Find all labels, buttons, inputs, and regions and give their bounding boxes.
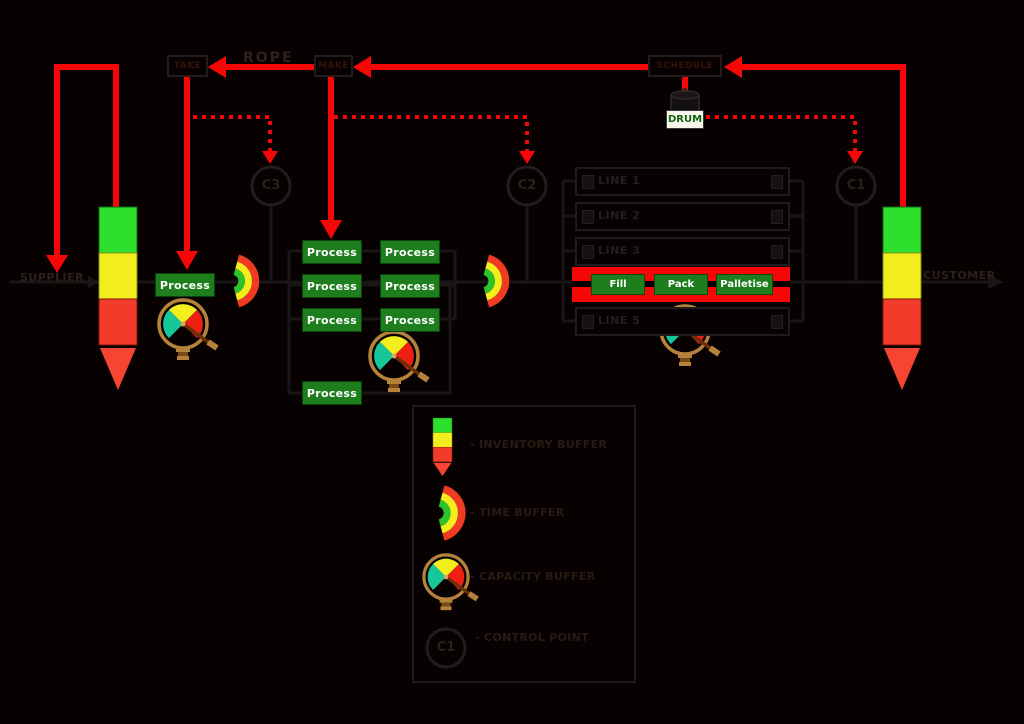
release-tag-left: TAKE [167,55,208,77]
line-label: LINE 5 [598,314,641,327]
legend-inventory-label: - INVENTORY BUFFER [470,438,608,451]
control-point-circles [250,165,877,669]
line-row-1: LINE 1 [575,167,790,196]
line-row-5: LINE 5 [575,307,790,336]
process-box: Process [302,240,362,264]
legend-capacity-label: - CAPACITY BUFFER [470,570,596,583]
process-box: Process [380,240,440,264]
legend-time-label: - TIME BUFFER [470,506,565,519]
line-right-icon [771,315,783,329]
rope-dotted-lines [193,115,857,151]
line-left-icon [582,245,594,259]
line-label: LINE 2 [598,209,641,222]
inventory-buffer-left-icon [98,206,138,391]
line-right-icon [771,210,783,224]
legend-control-label: - CONTROL POINT [475,631,589,644]
drum-label: DRUM [666,110,704,129]
capacity-buffer-gauge-2 [370,332,428,392]
step-palletise: Palletise [716,274,773,295]
line-label: LINE 3 [598,244,641,257]
process-box: Process [155,273,215,297]
supplier-flow-arrow [88,276,100,288]
line-row-2: LINE 2 [575,202,790,231]
process-box: Process [302,308,362,332]
line-left-icon [582,175,594,189]
release-tag-middle: MAKE [314,55,353,77]
drum-line-band: Fill Pack Palletise [572,267,790,302]
capacity-buffer-gauge-1 [159,300,217,360]
control-point-c3: C3 [261,178,281,193]
drum-schedule-tag: SCHEDULE [648,55,722,77]
line-left-icon [582,315,594,329]
process-box: Process [302,381,362,405]
control-point-c2: C2 [517,178,537,193]
legend [412,405,636,683]
customer-label: CUSTOMER [923,269,996,282]
legend-control-point-icon-text: C1 [436,640,456,655]
customer-flow-arrow [988,275,1004,289]
rope-label: ROPE [243,50,294,66]
step-pack: Pack [654,274,708,295]
line-right-icon [771,175,783,189]
line-right-icon [771,245,783,259]
process-box: Process [380,274,440,298]
supplier-label: SUPPLIER [20,271,85,284]
line-left-icon [582,210,594,224]
drum-icon [670,88,700,112]
line-row-3: LINE 3 [575,237,790,266]
process-box: Process [302,274,362,298]
control-point-c1: C1 [846,178,866,193]
process-box: Process [380,308,440,332]
inventory-buffer-right-icon [882,206,922,391]
line-label: LINE 1 [598,174,641,187]
step-fill: Fill [591,274,645,295]
rope-dotted-arrowheads [262,151,863,164]
